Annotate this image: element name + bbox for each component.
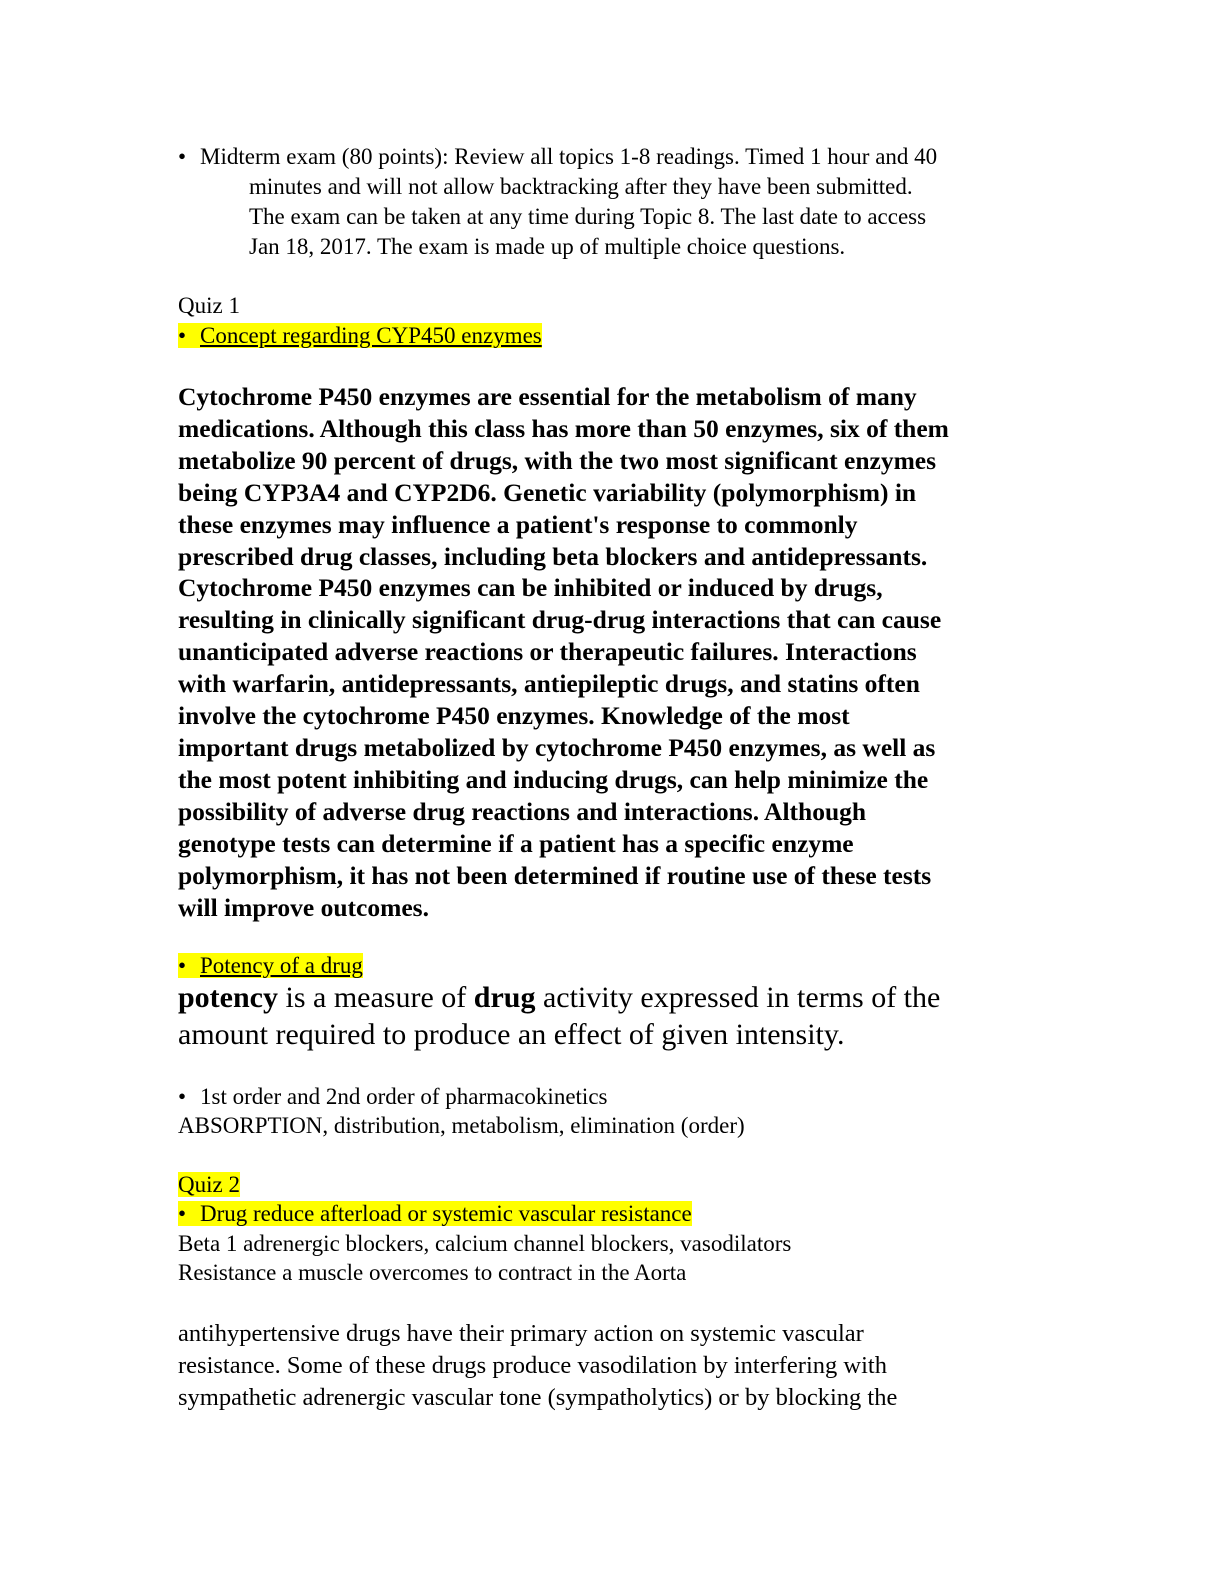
pk-heading: 1st order and 2nd order of pharmacokinet… [200, 1084, 608, 1109]
midterm-bullet-line: • Midterm exam (80 points): Review all to… [178, 142, 937, 172]
midterm-line-2: minutes and will not allow backtracking … [249, 174, 913, 199]
potency-heading: Potency of a drug [200, 953, 363, 978]
cyp-para-line: the most potent inhibiting and inducing … [178, 764, 929, 794]
cyp-para-line: being CYP3A4 and CYP2D6. Genetic variabi… [178, 477, 917, 507]
antihypertensive-line-3: sympathetic adrenergic vascular tone (sy… [178, 1384, 898, 1411]
antihypertensive-line-2: resistance. Some of these drugs produce … [178, 1352, 887, 1379]
cyp-para-line: will improve outcomes. [178, 892, 429, 922]
cyp-paragraph: Cytochrome P450 enzymes are essential fo… [178, 381, 1038, 923]
cyp-para-line: medications. Although this class has mor… [178, 413, 949, 443]
bullet-glyph: • [178, 953, 187, 978]
pk-heading-line: • 1st order and 2nd order of pharmacokine… [178, 1082, 607, 1112]
cyp-para-line: possibility of adverse drug reactions an… [178, 796, 867, 826]
afterload-heading-line: • Drug reduce afterload or systemic vascu… [178, 1199, 692, 1229]
cyp-para-line: prescribed drug classes, including beta … [178, 541, 928, 571]
quiz2-title: Quiz 2 [178, 1172, 240, 1197]
cyp-para-line: metabolize 90 percent of drugs, with the… [178, 445, 937, 475]
cyp-para-line: resulting in clinically significant drug… [178, 605, 942, 635]
cyp-para-line: polymorphism, it has not been determined… [178, 860, 932, 890]
bullet-glyph: • [178, 1201, 187, 1226]
midterm-line-1: Midterm exam (80 points): Review all top… [200, 144, 938, 169]
potency-heading-line: • Potency of a drug [178, 951, 363, 981]
drug-word: drug [473, 981, 536, 1014]
potency-definition-line-2: amount required to produce an effect of … [178, 1018, 845, 1051]
potency-word: potency [178, 981, 278, 1014]
cyp-para-line: unanticipated adverse reactions or thera… [178, 637, 917, 667]
cyp-para-line: important drugs metabolized by cytochrom… [178, 732, 936, 762]
quiz2-title-line: Quiz 2 [178, 1170, 240, 1200]
quiz1-title: Quiz 1 [178, 293, 240, 318]
cyp-heading-line: • Concept regarding CYP450 enzymes [178, 321, 542, 351]
potency-definition-line-1: potency is a measure of drug activity ex… [178, 980, 940, 1016]
cyp-para-line: these enzymes may influence a patient's … [178, 509, 858, 539]
midterm-line-3: The exam can be taken at any time during… [249, 204, 927, 229]
quiz2-line-1: Beta 1 adrenergic blockers, calcium chan… [178, 1231, 792, 1256]
midterm-line-4: Jan 18, 2017. The exam is made up of mul… [249, 234, 846, 259]
pk-line: ABSORPTION, distribution, metabolism, el… [178, 1113, 745, 1138]
quiz2-line-2: Resistance a muscle overcomes to contrac… [178, 1260, 687, 1285]
antihypertensive-line-1: antihypertensive drugs have their primar… [178, 1320, 864, 1347]
potency-rest: activity expressed in terms of the [535, 981, 941, 1014]
potency-mid: is a measure of [278, 981, 474, 1014]
cyp-para-line: Cytochrome P450 enzymes are essential fo… [178, 382, 917, 411]
cyp-heading: Concept regarding CYP450 enzymes [200, 323, 542, 348]
bullet-glyph: • [178, 144, 187, 169]
cyp-para-line: involve the cytochrome P450 enzymes. Kno… [178, 701, 850, 731]
cyp-para-line: Cytochrome P450 enzymes can be inhibited… [178, 573, 883, 603]
cyp-para-line: with warfarin, antidepressants, antiepil… [178, 669, 920, 699]
bullet-glyph: • [178, 1084, 187, 1109]
afterload-heading: Drug reduce afterload or systemic vascul… [200, 1201, 692, 1226]
cyp-para-line: genotype tests can determine if a patien… [178, 828, 854, 858]
bullet-glyph: • [178, 323, 187, 348]
